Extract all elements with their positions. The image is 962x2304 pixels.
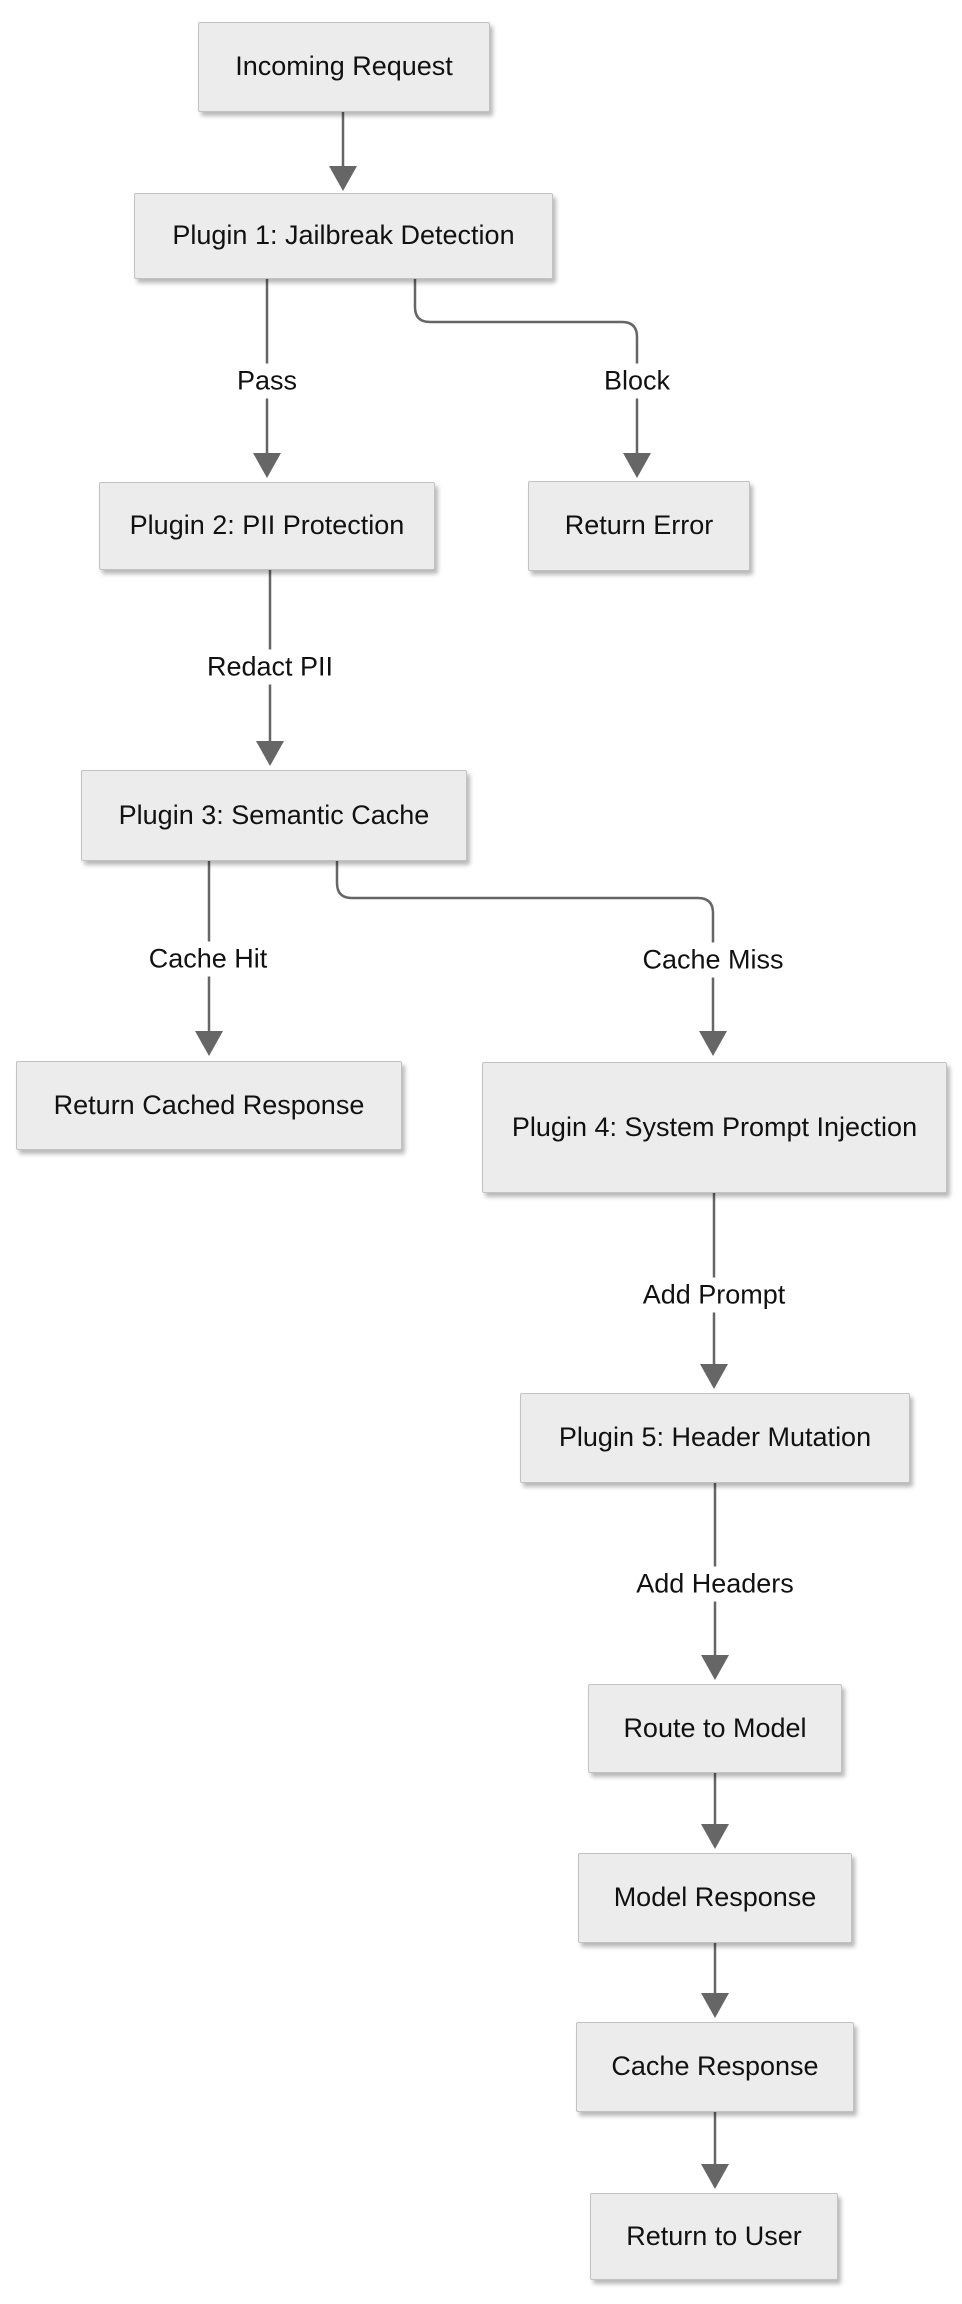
node-incoming-request: Incoming Request xyxy=(198,22,490,112)
arrowhead xyxy=(700,1364,728,1389)
edge-plugin3-to-plugin4 xyxy=(335,861,715,1031)
edge-label-pass: Pass xyxy=(228,363,306,399)
arrowhead xyxy=(699,1031,727,1056)
node-plugin5-header-mutation: Plugin 5: Header Mutation xyxy=(520,1393,910,1483)
arrowhead xyxy=(623,453,651,478)
node-return-to-user: Return to User xyxy=(590,2193,838,2280)
node-route-to-model: Route to Model xyxy=(588,1684,842,1773)
node-plugin3-semantic-cache: Plugin 3: Semantic Cache xyxy=(81,770,467,861)
arrowhead xyxy=(329,166,357,191)
edge-label-add-prompt: Add Prompt xyxy=(634,1277,794,1313)
arrowhead xyxy=(701,2164,729,2189)
node-plugin4-system-prompt-injection: Plugin 4: System Prompt Injection xyxy=(482,1062,947,1193)
edge-label-cache-miss: Cache Miss xyxy=(634,942,792,978)
edge-label-cache-hit: Cache Hit xyxy=(140,941,276,977)
edge-label-redact-pii: Redact PII xyxy=(198,649,342,685)
node-return-error: Return Error xyxy=(528,481,750,571)
node-plugin2-pii-protection: Plugin 2: PII Protection xyxy=(99,482,435,570)
arrowhead xyxy=(701,1993,729,2018)
arrowhead xyxy=(195,1031,223,1056)
node-cache-response: Cache Response xyxy=(576,2022,854,2112)
node-return-cached-response: Return Cached Response xyxy=(16,1061,402,1150)
node-plugin1-jailbreak-detection: Plugin 1: Jailbreak Detection xyxy=(134,193,553,279)
arrowhead xyxy=(253,453,281,478)
edge-label-block: Block xyxy=(595,363,679,399)
node-model-response: Model Response xyxy=(578,1853,852,1943)
arrowhead xyxy=(701,1824,729,1849)
edge-label-add-headers: Add Headers xyxy=(628,1566,802,1602)
arrowhead xyxy=(701,1655,729,1680)
arrowhead xyxy=(256,741,284,766)
edge-plugin1-to-return-error xyxy=(413,279,639,453)
